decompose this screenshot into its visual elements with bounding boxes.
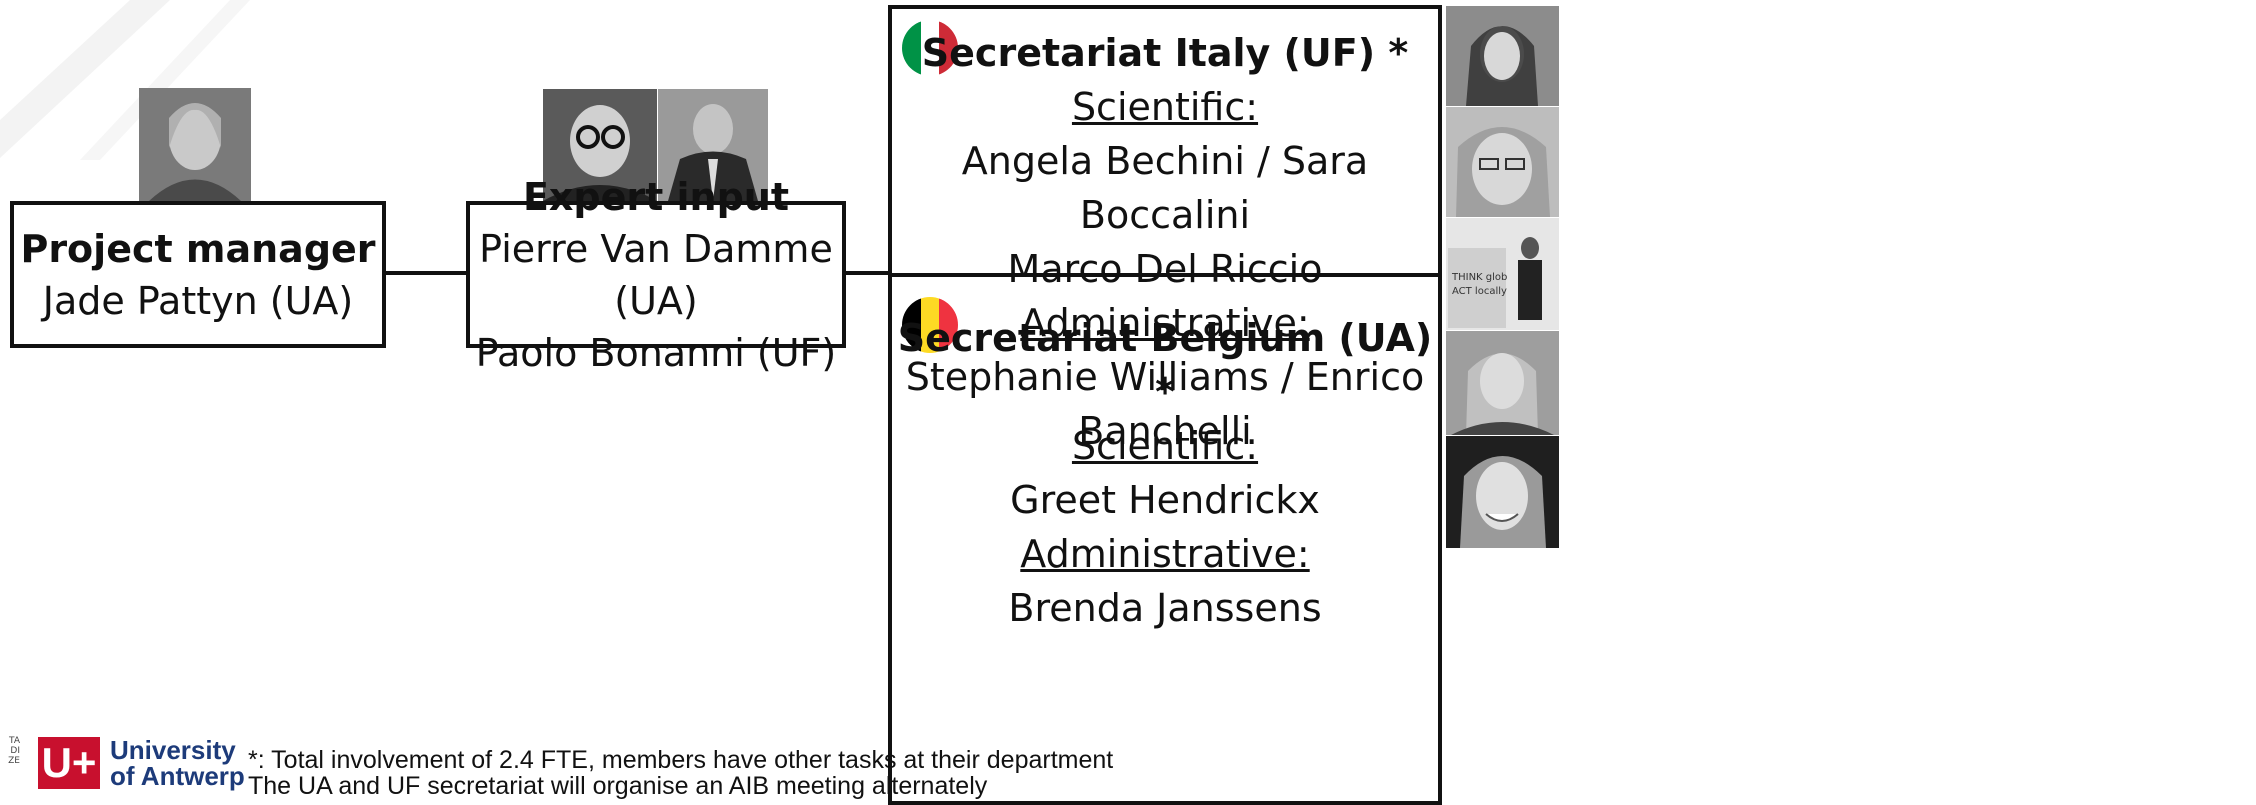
italy-scientific-label: Scientific: xyxy=(1071,85,1259,129)
secretariat-italy-title: Secretariat Italy (UF) * xyxy=(921,31,1409,75)
member-photo-1 xyxy=(1446,6,1559,106)
unifi-logo-text: TA DI ZE xyxy=(8,736,20,766)
member-photo-2 xyxy=(1446,107,1559,217)
secretariat-container xyxy=(888,5,1442,805)
footnote-line-2: The UA and UF secretariat will organise … xyxy=(248,772,988,800)
belgium-scientific-label: Scientific: xyxy=(1071,424,1259,468)
italy-administrative-name: Stephanie Williams / Enrico Banchelli xyxy=(905,355,1425,453)
ua-logo-text: University of Antwerp xyxy=(110,737,245,789)
expert-input-box: Expert input Pierre Van Damme (UA) Paolo… xyxy=(466,175,846,375)
connector-expert-secretariat xyxy=(844,271,890,275)
project-manager-name: Jade Pattyn (UA) xyxy=(42,278,354,323)
secretariat-italy-section: Secretariat Italy (UF) * Scientific: Ang… xyxy=(892,26,1438,458)
project-manager-title: Project manager xyxy=(20,226,376,271)
svg-text:THINK glob: THINK glob xyxy=(1451,272,1507,283)
belgium-administrative-name: Brenda Janssens xyxy=(1008,586,1322,630)
expert-member: Paolo Bonanni (UF) xyxy=(475,330,837,375)
secretariat-divider xyxy=(888,273,1442,277)
member-photo-4 xyxy=(1446,331,1559,435)
ua-logo-text-2: of Antwerp xyxy=(110,761,245,791)
expert-photo-2 xyxy=(658,89,768,201)
ua-logo-text-1: University xyxy=(110,735,236,765)
expert-input-title: Expert input xyxy=(522,174,790,219)
italy-flag-icon xyxy=(902,20,958,76)
member-photo-5 xyxy=(1446,436,1559,548)
italy-scientific-name: Marco Del Riccio xyxy=(1007,247,1323,291)
project-manager-photo xyxy=(139,88,251,201)
italy-scientific-name: Angela Bechini / Sara Boccalini xyxy=(961,139,1369,237)
belgium-administrative-label: Administrative: xyxy=(1020,532,1310,576)
belgium-flag-icon xyxy=(902,297,958,353)
italy-administrative-label: Administrative: xyxy=(1020,301,1310,345)
svg-text:ACT locally: ACT locally xyxy=(1452,286,1507,297)
expert-photo-1 xyxy=(543,89,657,201)
footnote-line-1: *: Total involvement of 2.4 FTE, members… xyxy=(248,746,1114,774)
secretariat-belgium-section: Secretariat Belgium (UA) * Scientific: G… xyxy=(892,311,1438,635)
expert-member: Pierre Van Damme (UA) xyxy=(479,226,833,323)
secretariat-belgium-title: Secretariat Belgium (UA) * xyxy=(897,316,1433,414)
project-manager-box: Project manager Jade Pattyn (UA) xyxy=(10,201,386,348)
ua-logo-mark: U+ xyxy=(38,737,100,789)
ua-logo: U+ University of Antwerp xyxy=(38,737,245,789)
connector-pm-expert xyxy=(384,271,468,275)
belgium-scientific-name: Greet Hendrickx xyxy=(1010,478,1320,522)
